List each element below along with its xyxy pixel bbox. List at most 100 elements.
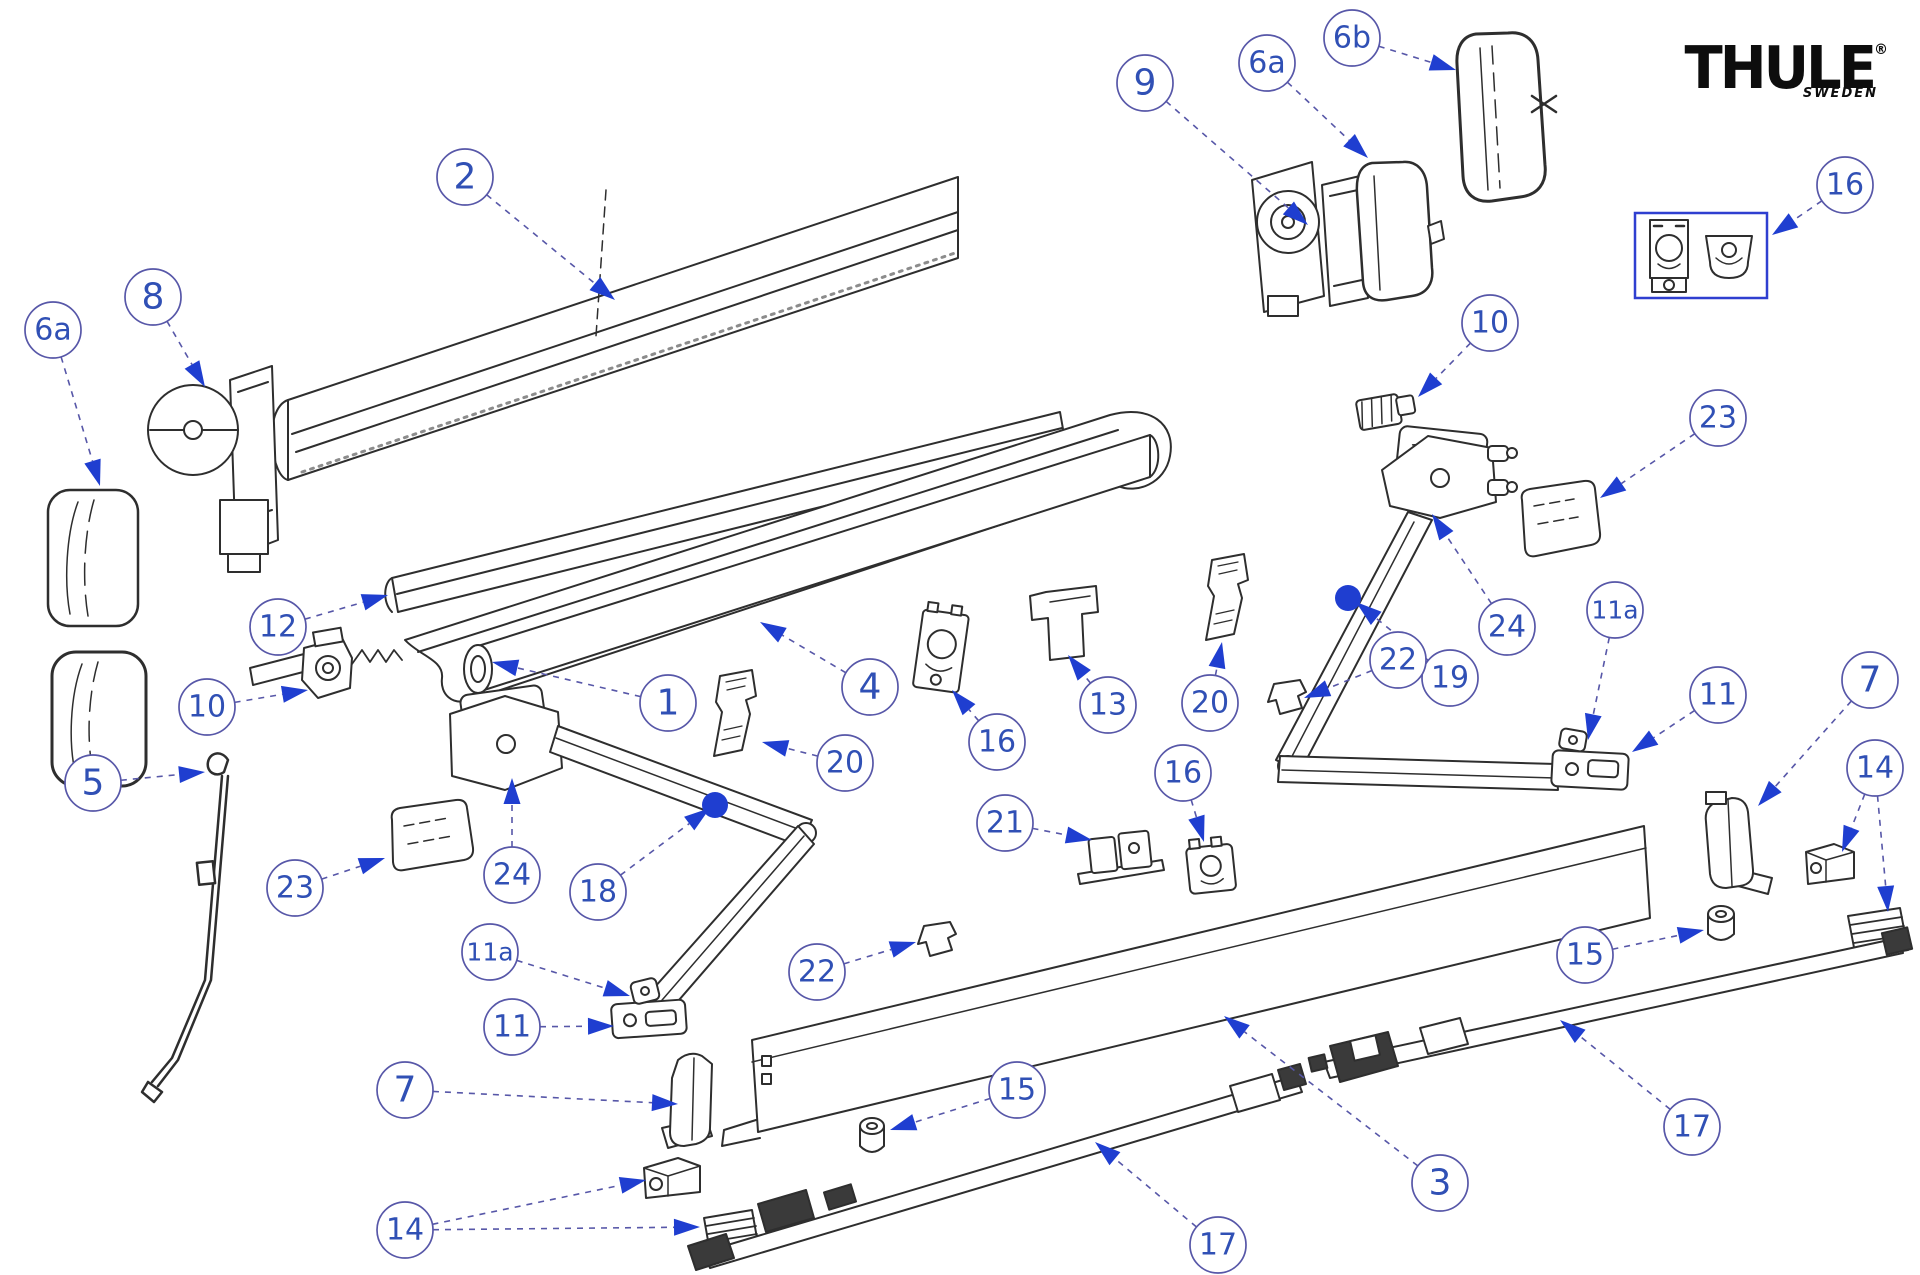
callout-24-left: 24 [483,778,541,904]
part-cover-23-left [390,798,475,872]
leader-line [968,709,980,722]
part-rafter-17-right [1307,926,1914,1083]
arrowhead-icon [890,1114,918,1131]
leader-line [1792,200,1823,221]
arrowhead-icon [360,594,388,611]
arrowhead-icon [503,778,521,804]
callout-balloon [461,923,519,981]
callout-11a-left: 11a [461,923,630,997]
callout-4: 4 [760,622,899,716]
callout-19: 19 [1356,602,1479,707]
leader-line [781,634,847,674]
arrowhead-icon [1758,780,1782,806]
arrowhead-icon [1064,826,1092,844]
arrowhead-icon [952,690,976,716]
detail-box-outline [1633,211,1769,300]
callout-20-left: 20 [762,734,874,792]
arrowhead-icon [1304,680,1332,698]
part-bracket-13 [1029,585,1099,661]
leader-line [1592,637,1611,715]
callout-balloon [1478,598,1536,656]
leader-line [432,1184,621,1226]
callout-9: 9 [1116,54,1308,225]
dot-right-arm [1335,585,1361,611]
callout-10-right: 10 [1418,294,1519,397]
callout-number: 10 [188,690,226,725]
part-end-14a-left [643,1157,701,1199]
callout-6a-left: 6a [24,301,101,486]
callout-number: 11 [493,1010,531,1045]
callout-balloon [968,713,1026,771]
arrowhead-icon [1676,927,1704,944]
callout-14-right: 14 [1842,739,1904,912]
leader-line [787,747,819,757]
callout-number: 11a [1591,596,1638,625]
leader-line [486,194,596,285]
callout-11-right: 11 [1632,666,1747,752]
callout-16-mid: 16 [952,690,1026,771]
callout-11-left: 11 [483,998,614,1056]
callout-23-left: 23 [266,858,385,917]
part-motor [147,365,279,573]
part-foot-7-left [661,1052,713,1149]
callout-balloon [483,998,541,1056]
arrowhead-icon [178,766,205,784]
callout-balloon [178,678,236,736]
leader-line [1083,674,1092,684]
leader-line [1244,1031,1419,1167]
callout-balloon [816,734,874,792]
part-front-panel [721,825,1651,1147]
callout-number: 22 [1379,643,1417,678]
callout-number: 21 [986,806,1024,841]
arrowhead-icon [1208,642,1226,670]
callout-15-left: 15 [890,1061,1046,1131]
part-strap-20-right [1205,553,1249,641]
brand-subtitle: SWEDEN [1802,86,1878,102]
arrowhead-icon [673,1218,700,1236]
callout-number: 17 [1673,1110,1711,1145]
callout-24-right: 24 [1432,514,1536,656]
callout-number: 23 [1699,401,1737,436]
leader-line [432,1090,653,1104]
part-cover-23-right [1520,479,1602,558]
callout-16-low: 16 [1154,744,1212,842]
arrowhead-icon [1584,712,1602,740]
callout-number: 20 [826,746,864,781]
callout-balloon [1323,9,1381,67]
callout-number: 3 [1429,1163,1452,1204]
arrowhead-icon [1282,201,1308,225]
callout-12: 12 [249,594,388,656]
arrowhead-icon [1432,514,1454,541]
callout-number: 2 [454,157,477,198]
callout-balloon [988,1061,1046,1119]
callout-balloon [976,794,1034,852]
arrowhead-icon [762,740,790,757]
leader-line [1876,795,1887,887]
callout-balloon [1816,156,1874,214]
callout-number: 12 [259,610,297,645]
arrowhead-icon [589,276,615,300]
part-left-arm [449,684,817,1040]
leader-line [304,601,364,620]
callout-balloon [1154,744,1212,802]
arrowhead-icon [1356,602,1382,625]
callout-balloon [1411,1154,1469,1212]
leader-line [1378,45,1432,64]
callout-balloon [1461,294,1519,352]
callout-6a-top: 6a [1238,34,1368,158]
callout-balloon [1663,1098,1721,1156]
arrowhead-icon [888,941,916,958]
callout-14-left: 14 [376,1176,700,1259]
callout-balloon [124,268,182,326]
callout-balloon [436,148,494,206]
leader-line [1327,669,1373,689]
leader-line [166,320,193,365]
callout-number: 10 [1471,306,1509,341]
callout-balloon [1181,674,1239,732]
leader-line [1579,1035,1671,1110]
arrowhead-icon [1418,372,1443,397]
callout-balloon [24,301,82,359]
leader-line [1214,667,1218,676]
callout-number: 14 [386,1213,424,1248]
